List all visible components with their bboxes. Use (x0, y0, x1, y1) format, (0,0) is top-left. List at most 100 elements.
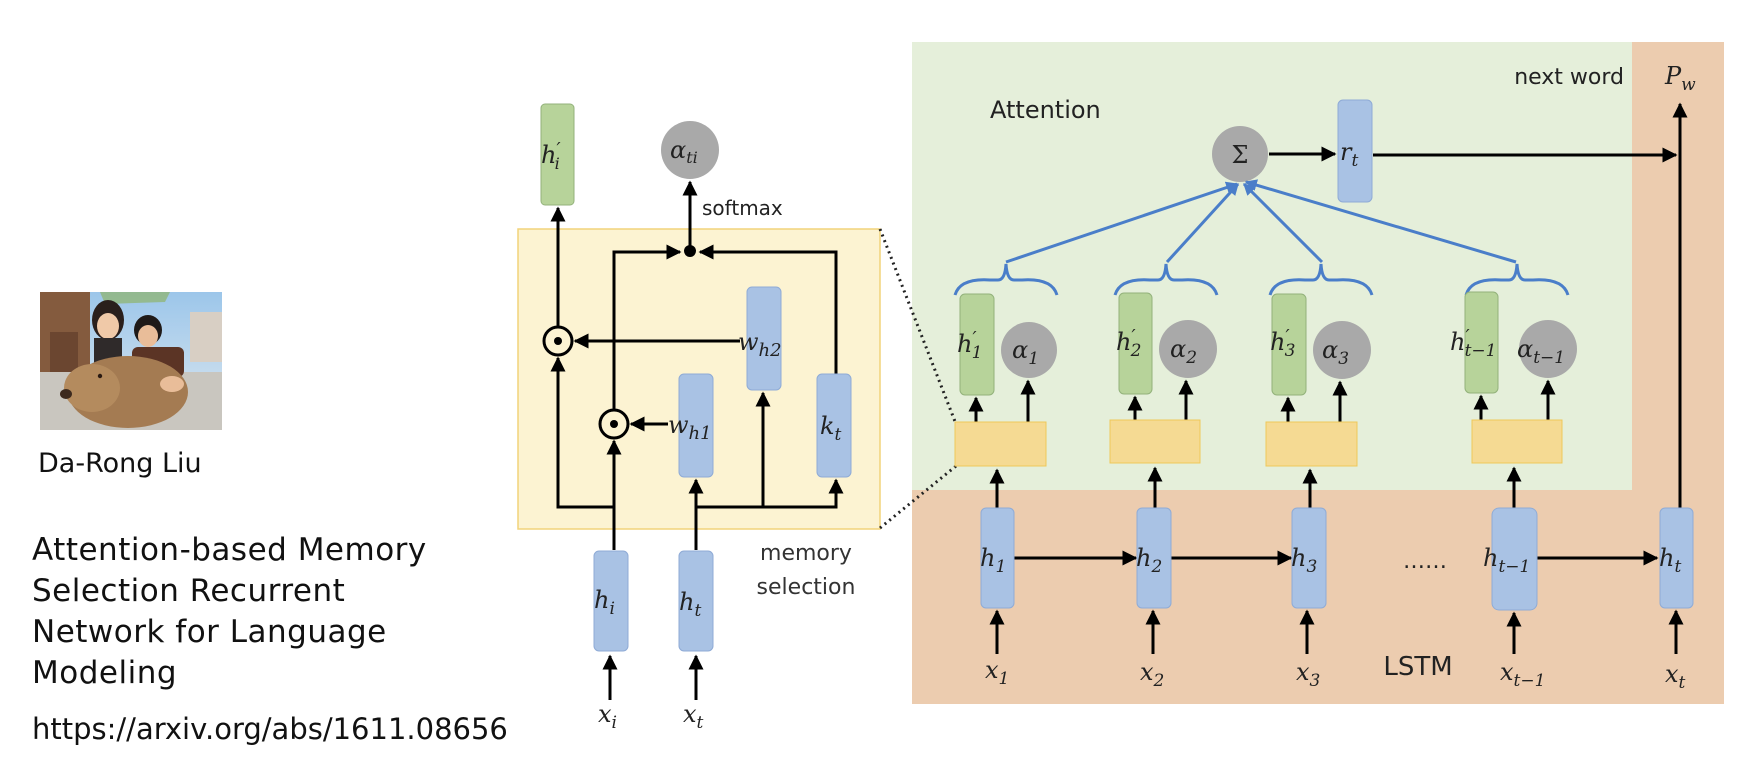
alpha-ti-circle (661, 121, 719, 179)
h-t-box (678, 550, 714, 652)
attention-unit: h′3 α3 (1265, 263, 1374, 467)
h-box (1291, 507, 1327, 609)
h-label: h1 (980, 544, 1006, 577)
memory-selection-box (1265, 421, 1358, 467)
x-label: x3 (1296, 658, 1320, 691)
lstm-step: h3 x3 (1291, 507, 1327, 691)
lstm-step: h1 x1 (980, 507, 1015, 689)
x-label: x1 (985, 656, 1009, 689)
odot-upper (542, 325, 574, 357)
odot-lower-center (610, 420, 618, 428)
memory-selection-box (1471, 419, 1563, 464)
h-label: ht−1 (1483, 544, 1530, 577)
memory-label-line1: memory (760, 541, 852, 566)
h-prime-label: h′1 (957, 328, 982, 363)
r-t-box (1337, 99, 1373, 203)
h-label: h2 (1136, 544, 1162, 577)
k-t-box (816, 373, 852, 478)
paper-title-line: Modeling (32, 655, 178, 691)
brace-icon (1268, 263, 1374, 296)
kt-to-dot-line (698, 244, 838, 374)
x-i-label: xi (598, 700, 617, 733)
h-label: ht (1659, 544, 1681, 577)
alpha-ti-label: αti (670, 136, 698, 167)
w-h2-label: wh2 (738, 328, 782, 361)
author-name: Da-Rong Liu (38, 448, 202, 479)
h-label: h3 (1291, 544, 1317, 577)
attention-unit: h′1 α1 (953, 263, 1059, 467)
attention-title: Attention (990, 96, 1101, 124)
h-prime-box (1118, 292, 1153, 395)
k-t-label: kt (820, 412, 842, 445)
zoom-indicator-top (878, 228, 958, 425)
h-i-box (593, 550, 629, 652)
sum-symbol: Σ (1232, 141, 1249, 169)
attn-line-3 (1242, 182, 1324, 264)
ht-to-kt-arrow (696, 478, 844, 509)
hi-to-odot-upper-arrow (550, 356, 614, 509)
attn-line-2 (1165, 182, 1240, 264)
author-photo (40, 292, 222, 430)
photo-illustration (40, 292, 222, 430)
alpha-circle (1519, 320, 1577, 378)
paper-title-line: Network for Language (32, 614, 387, 650)
ellipsis: …… (1403, 549, 1447, 574)
x-t-label: xt (683, 700, 704, 733)
h-t-label: ht (679, 588, 701, 621)
attn-line-4 (1244, 179, 1517, 264)
attention-unit: h′2 α2 (1109, 263, 1219, 464)
h-box (980, 507, 1015, 609)
alpha-label: α1 (1012, 336, 1039, 369)
alpha-label: α2 (1170, 335, 1197, 368)
h-prime-label: h′2 (1116, 326, 1141, 361)
odot-upper-center (554, 337, 562, 345)
memory-label-line2: selection (757, 575, 856, 600)
h-box (1659, 507, 1694, 609)
sum-circle (1212, 126, 1268, 182)
lstm-step: ht xt (1659, 507, 1694, 693)
brace-icon (1113, 263, 1219, 296)
h-prime-box (1464, 291, 1499, 394)
alpha-label: αt−1 (1517, 335, 1565, 368)
paper-title-line: Attention-based Memory (32, 532, 427, 568)
w-h1-box (678, 373, 714, 478)
paper-url[interactable]: https://arxiv.org/abs/1611.08656 (32, 712, 508, 746)
zoom-indicator-bottom (879, 464, 957, 530)
softmax-label: softmax (702, 196, 783, 220)
wh1-to-dot-line (612, 244, 682, 410)
brace-icon (1464, 263, 1570, 296)
paper-title-line: Selection Recurrent (32, 573, 346, 609)
lstm-step: h2 x2 (1136, 507, 1172, 691)
attn-line-1 (1005, 181, 1239, 264)
x-label: x2 (1140, 658, 1164, 691)
h-prime-i-label: h′i (541, 139, 561, 173)
x-label: xt−1 (1500, 658, 1545, 691)
h-prime-box (1271, 293, 1307, 396)
x-label: xt (1665, 660, 1686, 693)
h-prime-i-box (540, 103, 575, 206)
h-prime-box (959, 293, 995, 396)
lstm-title: LSTM (1383, 652, 1452, 682)
r-t-label: rt (1340, 138, 1358, 171)
alpha-circle (1313, 321, 1371, 379)
next-word-label: next word (1514, 65, 1624, 90)
alpha-circle (1159, 320, 1217, 378)
h-i-label: hi (594, 586, 615, 619)
p-w-label: Pw (1664, 62, 1696, 95)
inner-product-dot (684, 245, 696, 257)
h-box (1491, 507, 1538, 611)
attention-unit: h′t−1 αt−1 (1450, 263, 1577, 464)
memory-selection-box (954, 421, 1047, 467)
attention-panel (912, 42, 1632, 490)
w-h1-label: wh1 (668, 411, 712, 444)
brace-icon (953, 263, 1059, 296)
w-h2-box (746, 286, 782, 391)
paper-title: Attention-based Memory Selection Recurre… (32, 530, 512, 694)
alpha-label: α3 (1322, 336, 1349, 369)
h-box (1136, 507, 1172, 609)
lstm-step: ht−1 xt−1 (1483, 507, 1545, 691)
memory-selection-box (1109, 419, 1201, 464)
alpha-circle (1001, 322, 1057, 378)
odot-lower (598, 408, 630, 440)
